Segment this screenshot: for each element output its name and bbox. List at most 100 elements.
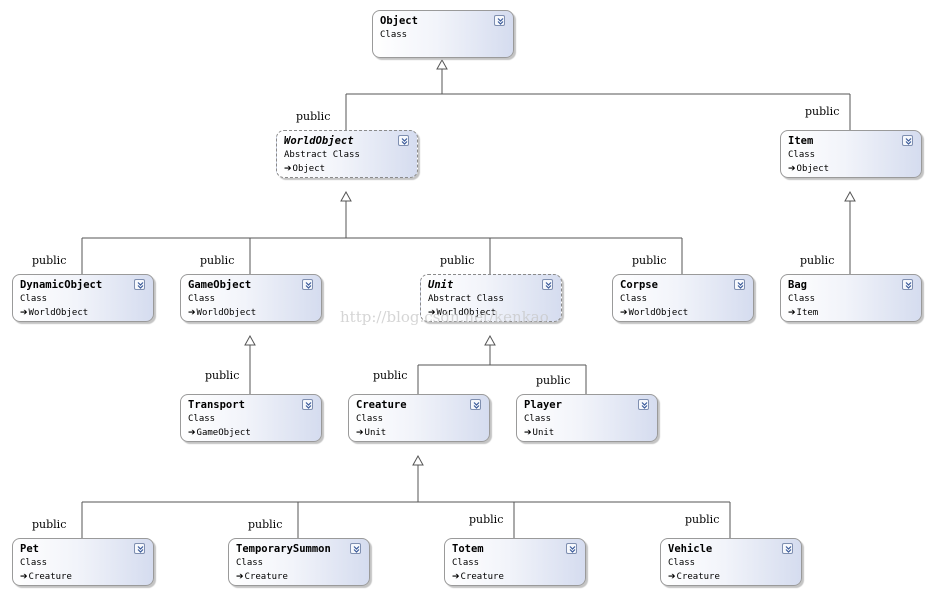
class-box-unit[interactable]: Unit Abstract Class ➔WorldObject [420,274,562,322]
base-class-ref: ➔Creature [20,570,146,584]
class-box-dynamicobject[interactable]: DynamicObject Class ➔WorldObject [12,274,154,322]
class-name: GameObject [188,279,252,291]
public-label-dynamicobject: public [32,254,67,267]
inherits-arrow-icon: ➔ [524,428,532,438]
public-label-totem: public [469,513,504,526]
generalization-arrowhead [244,334,256,346]
collapse-chevron-icon[interactable] [638,399,649,410]
base-class-name: Creature [460,572,504,582]
public-label-temporarysummon: public [248,518,283,531]
base-class-ref: ➔WorldObject [188,306,314,320]
class-kind: Class [620,294,648,304]
class-box-vehicle[interactable]: Vehicle Class ➔Creature [660,538,802,586]
class-box-totem[interactable]: Totem Class ➔Creature [444,538,586,586]
class-box-creature[interactable]: Creature Class ➔Unit [348,394,490,442]
collapse-chevron-icon[interactable] [470,399,481,410]
class-box-pet[interactable]: Pet Class ➔Creature [12,538,154,586]
class-kind: Class [356,414,384,424]
base-class-name: Object [292,164,326,174]
class-kind: Class [20,294,48,304]
class-box-transport[interactable]: Transport Class ➔GameObject [180,394,322,442]
class-kind: Class [188,414,216,424]
class-kind: Class [788,294,816,304]
collapse-chevron-icon[interactable] [494,15,505,26]
class-name: Corpse [620,279,658,291]
class-box-worldobject[interactable]: WorldObject Abstract Class ➔Object [276,130,418,178]
public-label-item: public [805,105,840,118]
collapse-chevron-icon[interactable] [398,135,409,146]
inherits-arrow-icon: ➔ [788,308,796,318]
collapse-chevron-icon[interactable] [734,279,745,290]
base-class-ref: ➔Creature [668,570,794,584]
public-label-creature: public [373,369,408,382]
collapse-chevron-icon[interactable] [782,543,793,554]
generalization-arrowhead [340,190,352,202]
base-class-ref: ➔Creature [452,570,578,584]
base-class-name: Unit [364,428,387,438]
inherits-arrow-icon: ➔ [620,308,628,318]
collapse-chevron-icon[interactable] [302,399,313,410]
class-box-corpse[interactable]: Corpse Class ➔WorldObject [612,274,754,322]
base-class-ref: ➔GameObject [188,426,314,440]
class-name: Vehicle [668,543,713,555]
base-class-name: WorldObject [436,308,497,318]
collapse-chevron-icon[interactable] [134,543,145,554]
class-box-object[interactable]: Object Class [372,10,514,58]
base-class-name: Creature [244,572,288,582]
class-name: Object [380,15,418,27]
base-class-name: WorldObject [28,308,89,318]
base-class-ref: ➔Object [284,162,410,176]
generalization-arrowhead [484,334,496,346]
class-box-player[interactable]: Player Class ➔Unit [516,394,658,442]
class-box-temporarysummon[interactable]: TemporarySummon Class ➔Creature [228,538,370,586]
inherits-arrow-icon: ➔ [188,428,196,438]
class-name: WorldObject [284,135,354,147]
watermark-url: http://blog.csdn.net/kenkao [340,308,549,326]
class-name: Creature [356,399,407,411]
inherits-arrow-icon: ➔ [20,308,28,318]
base-class-name: WorldObject [628,308,689,318]
base-class-ref: ➔Item [788,306,914,320]
inherits-arrow-icon: ➔ [284,164,292,174]
class-kind: Class [452,558,480,568]
class-name: Unit [428,279,454,291]
collapse-chevron-icon[interactable] [902,279,913,290]
collapse-chevron-icon[interactable] [302,279,313,290]
base-class-name: Creature [676,572,720,582]
inherits-arrow-icon: ➔ [20,572,28,582]
public-label-gameobject: public [200,254,235,267]
class-kind: Class [380,30,408,40]
inherits-arrow-icon: ➔ [668,572,676,582]
public-label-worldobject: public [296,110,331,123]
collapse-chevron-icon[interactable] [350,543,361,554]
class-box-bag[interactable]: Bag Class ➔Item [780,274,922,322]
collapse-chevron-icon[interactable] [134,279,145,290]
collapse-chevron-icon[interactable] [542,279,553,290]
base-class-ref: ➔Unit [356,426,482,440]
collapse-chevron-icon[interactable] [566,543,577,554]
base-class-ref: ➔WorldObject [20,306,146,320]
class-box-gameobject[interactable]: GameObject Class ➔WorldObject [180,274,322,322]
public-label-vehicle: public [685,513,720,526]
public-label-corpse: public [632,254,667,267]
public-label-player: public [536,374,571,387]
base-class-name: Unit [532,428,555,438]
class-name: Item [788,135,814,147]
inherits-arrow-icon: ➔ [356,428,364,438]
inherits-arrow-icon: ➔ [236,572,244,582]
inherits-arrow-icon: ➔ [428,308,436,318]
class-box-item[interactable]: Item Class ➔Object [780,130,922,178]
generalization-arrowhead [436,58,448,70]
public-label-pet: public [32,518,67,531]
class-kind: Class [524,414,552,424]
class-kind: Class [668,558,696,568]
class-name: Totem [452,543,484,555]
base-class-ref: ➔WorldObject [620,306,746,320]
base-class-ref: ➔WorldObject [428,306,554,320]
inherits-arrow-icon: ➔ [788,164,796,174]
inherits-arrow-icon: ➔ [452,572,460,582]
collapse-chevron-icon[interactable] [902,135,913,146]
class-name: Player [524,399,562,411]
